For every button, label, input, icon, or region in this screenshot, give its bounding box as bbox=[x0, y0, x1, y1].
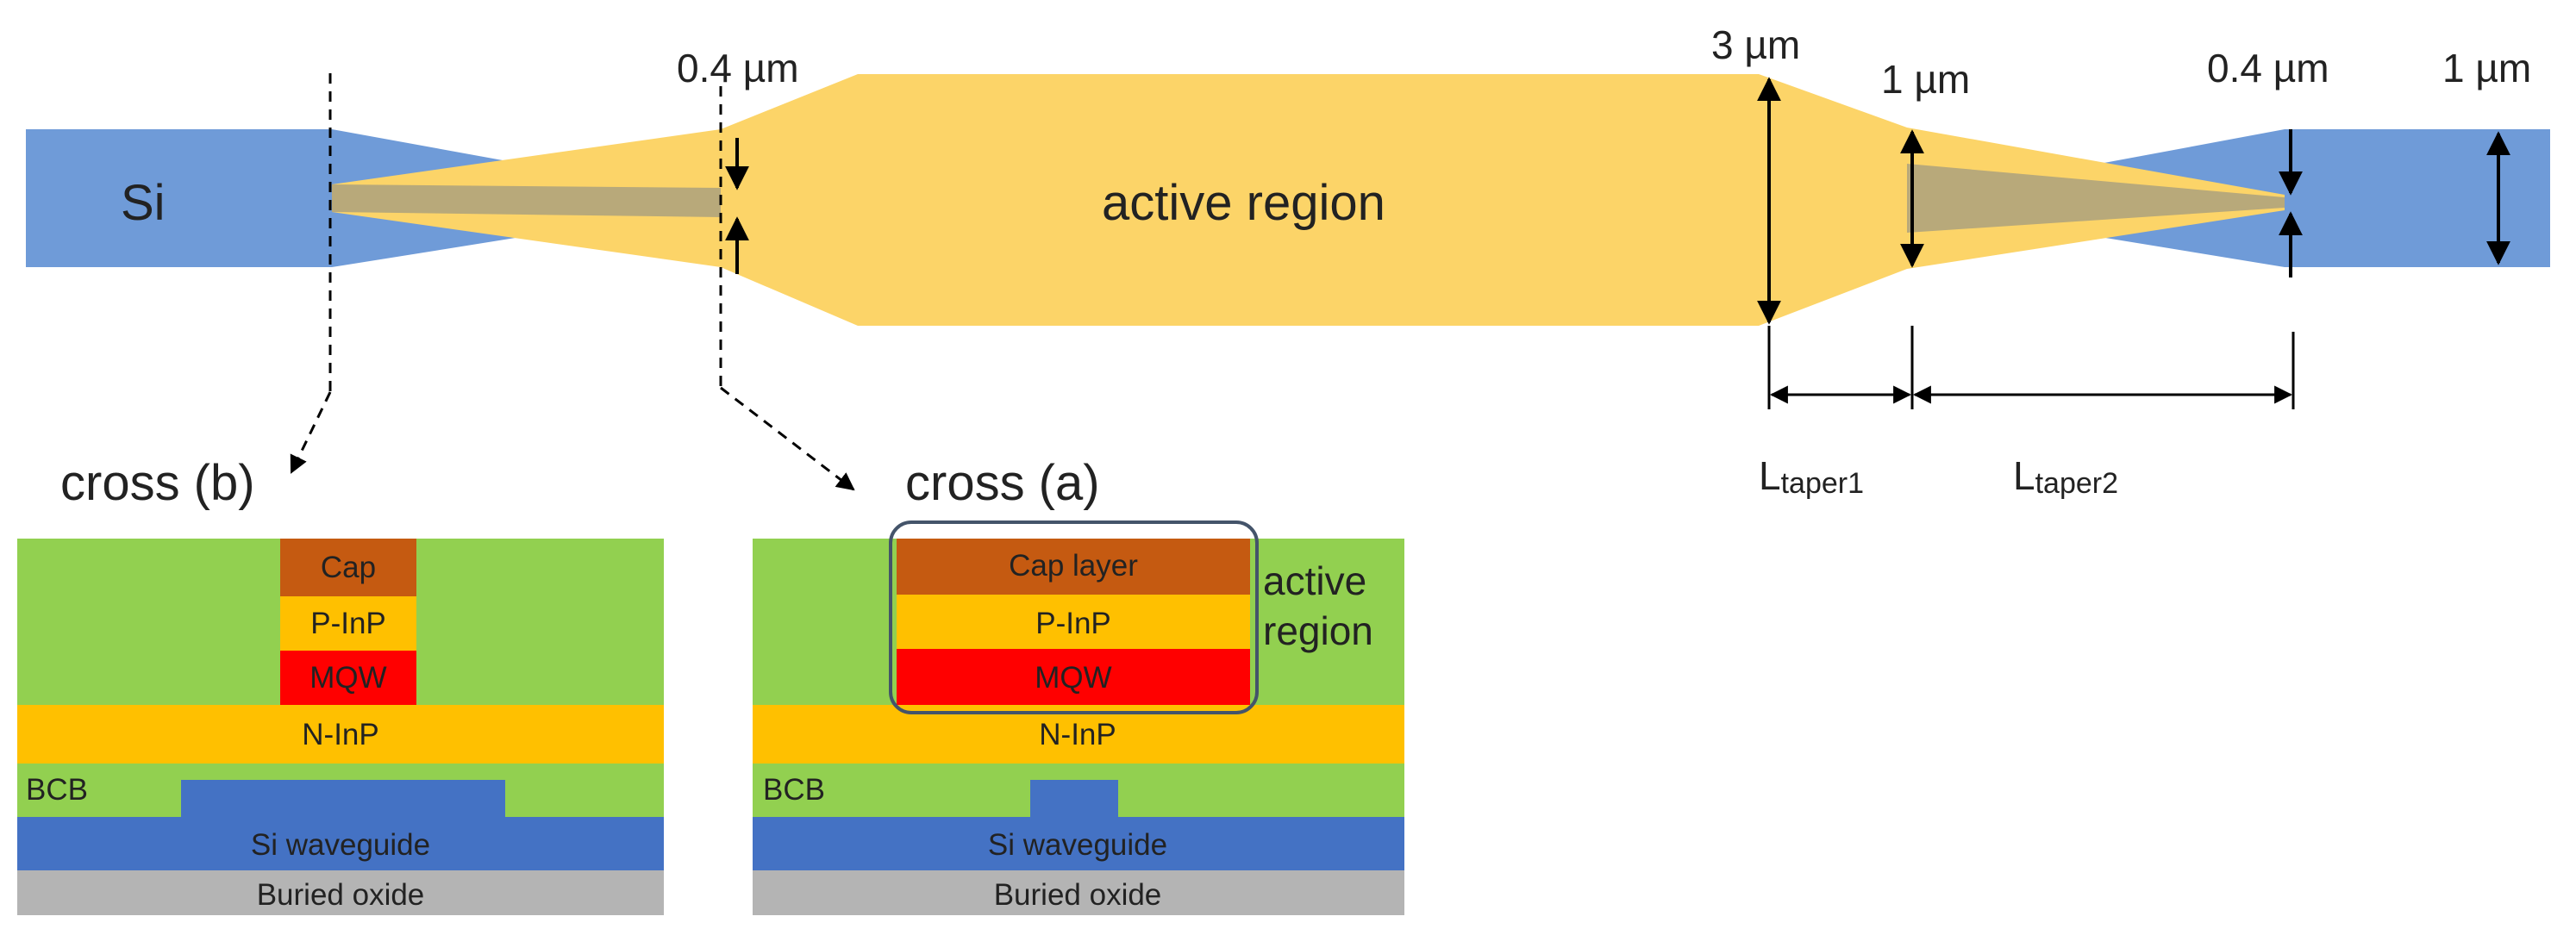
cross-a-active-label-1: active bbox=[1263, 558, 1366, 603]
cross-b-title: cross (b) bbox=[60, 455, 255, 511]
dim-active-width-label: 3 µm bbox=[1711, 22, 1800, 67]
cross-b-pinp-label: P-InP bbox=[310, 607, 386, 640]
si-label: Si bbox=[121, 175, 166, 231]
cross-b-stack bbox=[17, 539, 664, 915]
dim-right-tip-label: 0.4 µm bbox=[2207, 46, 2329, 90]
cross-b-ninp-label: N-InP bbox=[302, 718, 378, 751]
active-region-shape bbox=[332, 74, 1907, 326]
cross-a-cap-label: Cap layer bbox=[1009, 549, 1138, 583]
active-region-label: active region bbox=[1102, 175, 1385, 231]
cross-a-ninp-label: N-InP bbox=[1039, 718, 1116, 751]
dim-left-tip-label: 0.4 µm bbox=[677, 46, 799, 90]
cross-b-oxide-label: Buried oxide bbox=[257, 878, 425, 912]
cross-b-bcb-label: BCB bbox=[26, 773, 88, 807]
cross-a-pinp-label: P-InP bbox=[1035, 607, 1111, 640]
dim-taper-mid-label: 1 µm bbox=[1881, 57, 1970, 102]
active-region-highlight-box bbox=[889, 520, 1259, 714]
cross-b-cap-label: Cap bbox=[321, 551, 376, 584]
cross-a-oxide-label: Buried oxide bbox=[994, 878, 1162, 912]
cross-b-siwg-label: Si waveguide bbox=[251, 828, 430, 862]
cut-arrow-a bbox=[720, 386, 855, 491]
cross-a-bcb-label: BCB bbox=[763, 773, 825, 807]
cut-arrow-b bbox=[290, 391, 332, 474]
cross-b-mqw-label: MQW bbox=[309, 661, 386, 695]
overlap-zone-right-core bbox=[1907, 164, 2285, 233]
cross-a-title: cross (a) bbox=[905, 455, 1100, 511]
overlap-zone-left bbox=[332, 184, 721, 217]
taper1-label: Ltaper1 bbox=[1759, 453, 1864, 500]
taper2-label: Ltaper2 bbox=[2013, 453, 2118, 500]
cross-a-active-label-2: region bbox=[1263, 608, 1373, 653]
cross-a-siwg-label: Si waveguide bbox=[988, 828, 1167, 862]
cross-a-mqw-label: MQW bbox=[1035, 661, 1111, 695]
cross-a-stack bbox=[753, 539, 1404, 915]
dim-si-width-label: 1 µm bbox=[2442, 46, 2531, 90]
